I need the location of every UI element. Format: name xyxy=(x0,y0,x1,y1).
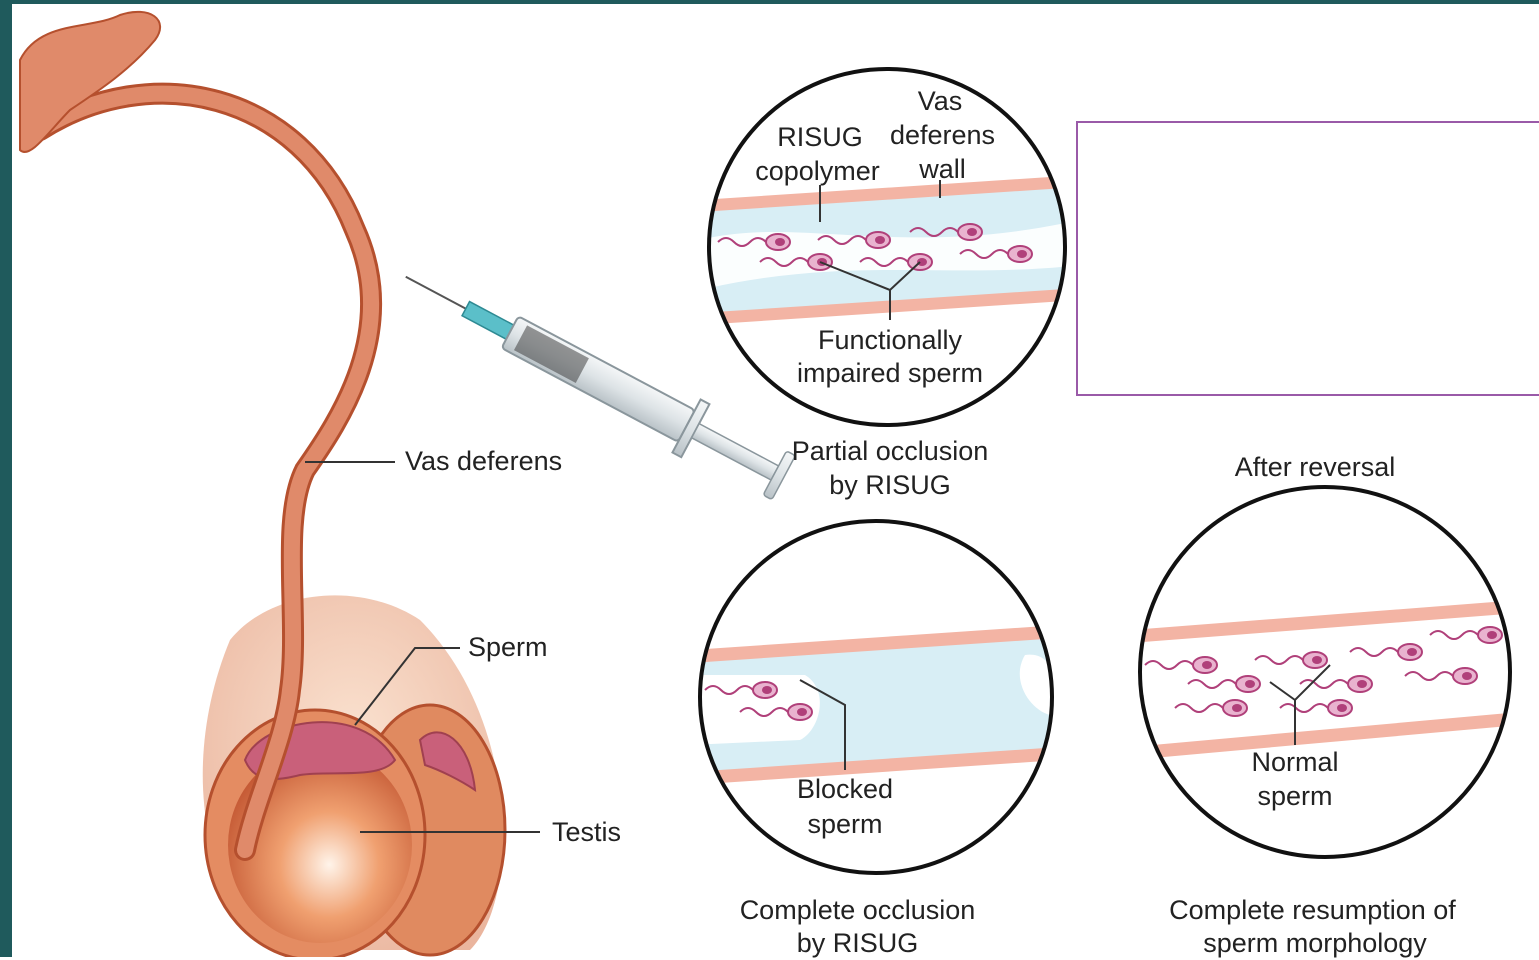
label-impaired-sperm: impaired sperm xyxy=(785,356,995,390)
label-functionally: Functionally xyxy=(800,323,980,357)
caption-resumption-2: sperm morphology xyxy=(1175,926,1455,960)
label-normal-sperm: sperm xyxy=(1225,779,1365,813)
label-blocked-sperm: sperm xyxy=(770,807,920,841)
label-vas: Vas xyxy=(905,84,975,118)
label-copolymer: copolymer xyxy=(745,154,890,188)
caption-complete-1: Complete occlusion xyxy=(710,893,1005,927)
caption-resumption-1: Complete resumption of xyxy=(1145,893,1480,927)
scrotum xyxy=(203,595,505,957)
empty-callout-box xyxy=(1076,121,1539,396)
caption-partial-1: Partial occlusion xyxy=(770,434,1010,468)
label-testis: Testis xyxy=(552,815,621,849)
label-after-reversal: After reversal xyxy=(1205,450,1425,484)
label-wall: wall xyxy=(905,152,980,186)
label-normal: Normal xyxy=(1225,745,1365,779)
label-vas-deferens: Vas deferens xyxy=(405,444,562,478)
caption-partial-2: by RISUG xyxy=(800,468,980,502)
label-risug: RISUG xyxy=(765,120,875,154)
label-blocked: Blocked xyxy=(770,772,920,806)
caption-complete-2: by RISUG xyxy=(770,926,945,960)
label-sperm: Sperm xyxy=(468,630,548,664)
label-deferens: deferens xyxy=(880,118,1005,152)
